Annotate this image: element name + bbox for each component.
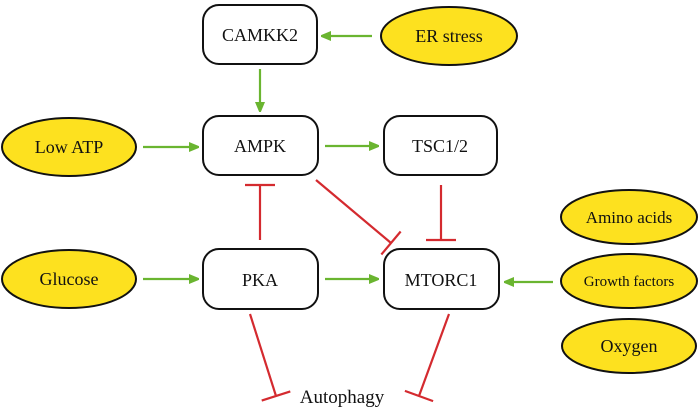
node-camkk2[interactable]: CAMKK2 (202, 4, 318, 65)
node-tsc12[interactable]: TSC1/2 (383, 115, 498, 176)
node-pka[interactable]: PKA (202, 248, 319, 310)
node-oxygen-label: Oxygen (601, 336, 658, 356)
node-camkk2-label: CAMKK2 (222, 25, 298, 45)
inhibition-line (248, 313, 278, 397)
node-er-stress-label: ER stress (415, 26, 483, 46)
node-amino-acids-label: Amino acids (586, 208, 672, 227)
edge-pka-to-autophagy (248, 313, 291, 402)
oval-er-stress (380, 6, 518, 66)
edges-layer (143, 36, 553, 403)
oval-glucose (1, 249, 137, 309)
node-pka-label: PKA (242, 270, 278, 290)
edge-pka-to-ampk (245, 183, 275, 240)
inhibition-line (315, 179, 392, 244)
node-glucose-label: Glucose (40, 269, 99, 289)
node-ampk-label: AMPK (234, 136, 286, 156)
edge-ampk-to-mtorc1 (315, 179, 402, 256)
edge-mtorc1-to-autophagy (404, 313, 451, 403)
edge-tsc12-to-mtorc1 (426, 185, 456, 242)
inhibition-bar (261, 390, 291, 402)
node-low-atp[interactable]: Low ATP (1, 117, 137, 177)
node-mtorc1[interactable]: MTORC1 (383, 248, 500, 310)
inhibition-bar (380, 230, 402, 256)
oval-amino-acids (560, 189, 698, 245)
inhibition-line (417, 313, 451, 397)
node-growth-factors[interactable]: Growth factors (560, 253, 698, 309)
node-oxygen[interactable]: Oxygen (561, 318, 697, 374)
node-tsc12-label: TSC1/2 (412, 136, 468, 156)
oval-low-atp (1, 117, 137, 177)
inhibition-bar (404, 389, 434, 403)
node-glucose[interactable]: Glucose (1, 249, 137, 309)
node-mtorc1-label: MTORC1 (405, 270, 478, 290)
node-amino-acids[interactable]: Amino acids (560, 189, 698, 245)
node-low-atp-label: Low ATP (35, 137, 104, 157)
oval-oxygen (561, 318, 697, 374)
node-ampk[interactable]: AMPK (202, 115, 319, 176)
node-er-stress[interactable]: ER stress (380, 6, 518, 66)
node-growth-factors-label: Growth factors (584, 274, 675, 290)
oval-growth-factors (560, 253, 698, 309)
node-autophagy: Autophagy (300, 387, 385, 408)
